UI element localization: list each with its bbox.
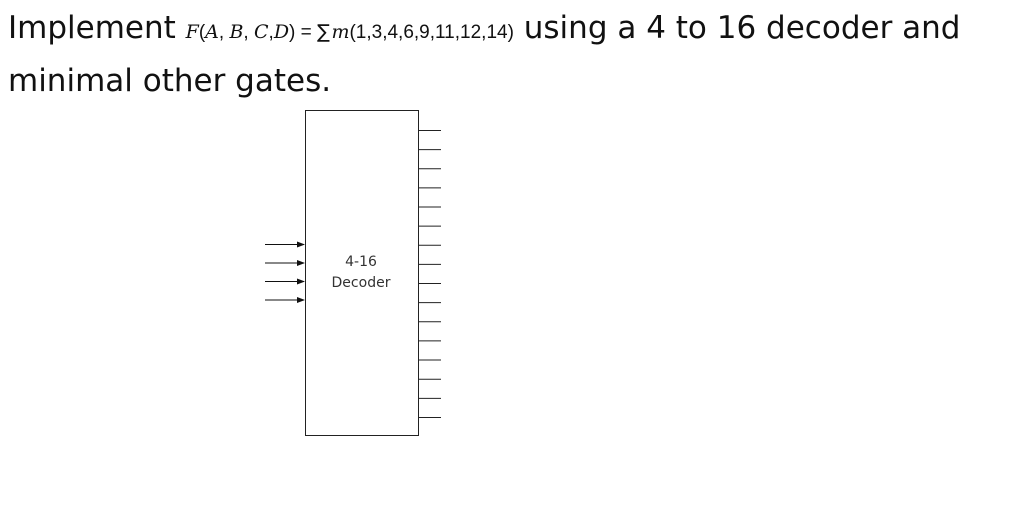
variable-c: C (253, 21, 269, 43)
question-prefix: Implement (8, 10, 186, 46)
decoder-inputs (265, 241, 305, 303)
decoder-label-line2: Decoder (332, 275, 391, 291)
minterm-m: m (331, 21, 350, 43)
sigma-symbol: ∑ (317, 21, 330, 43)
function-name: F (185, 21, 199, 43)
boolean-function: F(A, B, C,D) = ∑ m(1,3,4,6,9,11,12,14) (185, 21, 514, 43)
question-text: Implement F(A, B, C,D) = ∑ m(1,3,4,6,9,1… (8, 4, 1008, 105)
variable-b: B (229, 21, 244, 43)
question-suffix: using a 4 to 16 decoder and (513, 10, 961, 46)
arg-separator: , (218, 22, 230, 43)
decoder-block (305, 110, 419, 436)
decoder-label-line1: 4-16 (345, 254, 377, 270)
close-paren-equals: ) = (289, 22, 318, 43)
decoder-outputs (419, 130, 441, 418)
open-paren: ( (198, 22, 206, 43)
arg-separator: , (243, 22, 254, 43)
arg-separator: , (268, 22, 274, 43)
variable-d: D (273, 21, 290, 43)
minterm-list: (1,3,4,6,9,11,12,14) (349, 22, 514, 43)
variable-a: A (205, 21, 219, 43)
question-line-2: minimal other gates. (8, 63, 332, 99)
